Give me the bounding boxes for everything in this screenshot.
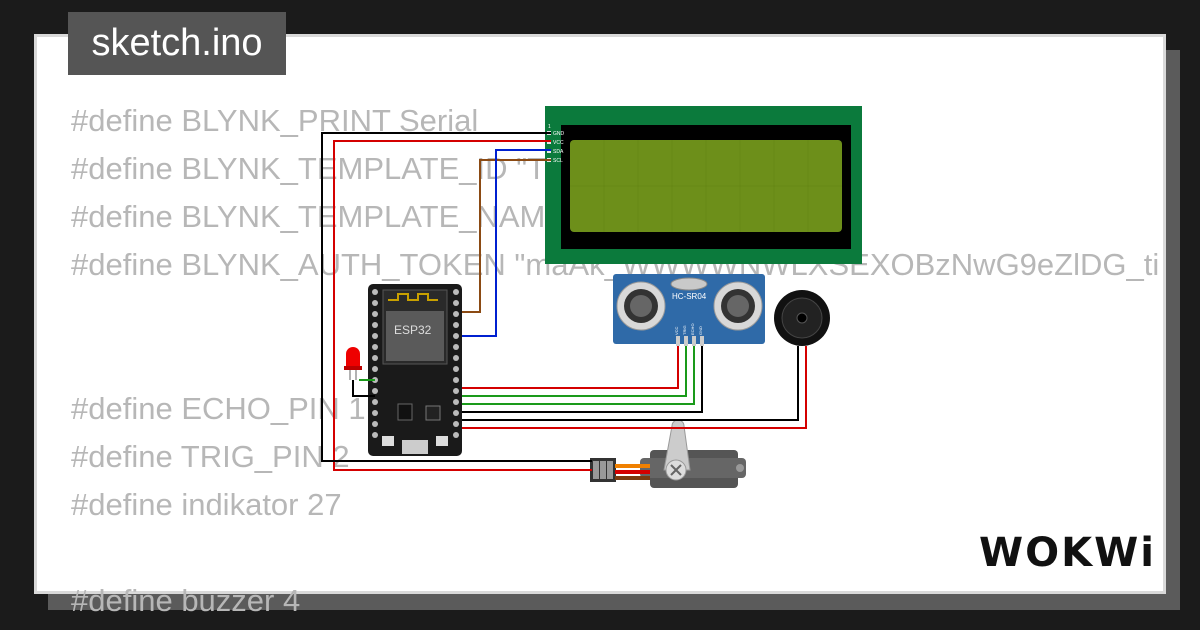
lcd-pin-label: VCC [553, 140, 564, 146]
lcd-pin-label: SDA [553, 149, 564, 155]
ultrasonic-sensor[interactable]: HC-SR04 VCC TRIG ECHO GND [613, 274, 765, 346]
lcd-pin-label: GND [553, 131, 565, 137]
lcd-pin-label: SCL [553, 158, 563, 164]
lcd-module[interactable]: 1 GND VCC SDA SCL [545, 106, 862, 264]
servo-motor[interactable] [590, 419, 746, 488]
code-line: #define buzzer 4 [71, 583, 301, 618]
code-line: #define ECHO_PIN 1 [71, 391, 366, 426]
ultrasonic-pin-label: VCC [674, 326, 679, 335]
code-line: #define indikator 27 [71, 487, 342, 522]
esp32-board[interactable]: ESP32 [368, 284, 462, 456]
code-line: #define BLYNK_TEMPLATE_ID "T [71, 151, 547, 186]
buzzer[interactable] [774, 290, 830, 346]
file-tab[interactable]: sketch.ino [68, 12, 286, 75]
ultrasonic-pin-label: ECHO [690, 323, 695, 335]
esp32-label: ESP32 [394, 323, 432, 337]
ultrasonic-pin-label: GND [698, 326, 703, 335]
ultrasonic-pin-label: TRIG [682, 325, 687, 335]
ultrasonic-label: HC-SR04 [672, 292, 707, 301]
brand-name: WOKWi [979, 530, 1156, 576]
code-line: #define TRIG_PIN 2 [71, 439, 350, 474]
lcd-pin-header: 1 [548, 124, 551, 130]
code-line: #define BLYNK_TEMPLATE_NAM [71, 199, 546, 234]
wires [321, 132, 807, 480]
red-led[interactable] [344, 347, 362, 380]
wokwi-logo: WOKWi [979, 530, 1156, 576]
